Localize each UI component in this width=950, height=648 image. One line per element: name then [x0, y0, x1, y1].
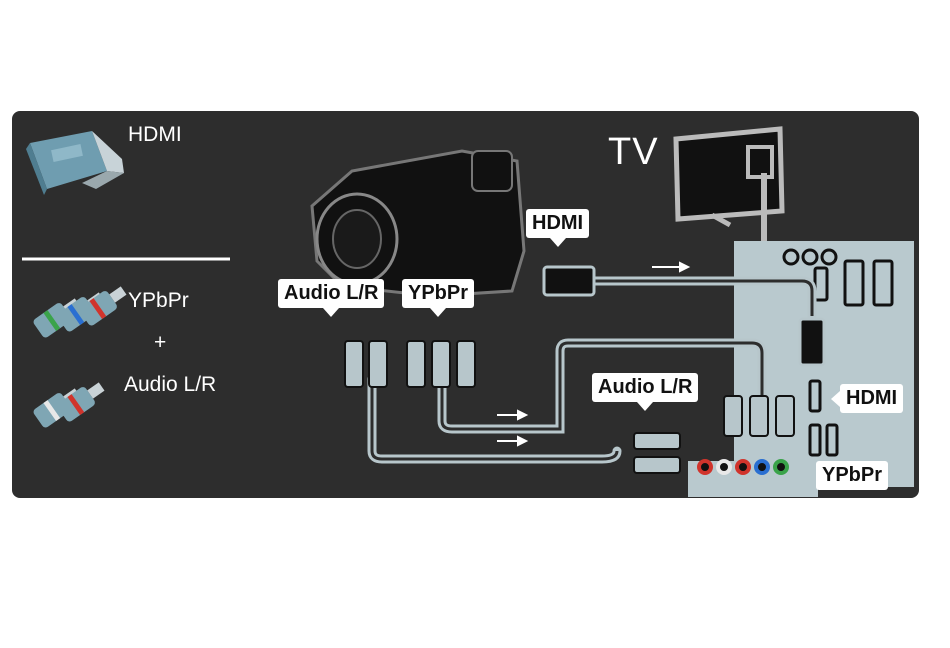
audio-camera-callout: Audio L/R [278, 279, 384, 308]
hdmi-connector-icon [26, 131, 124, 195]
hdmi-cable-callout: HDMI [526, 209, 589, 238]
camcorder-icon [312, 151, 524, 296]
ypbpr-camera-callout: YPbPr [402, 279, 474, 308]
connection-diagram-panel: HDMI YPbPr + Audio L/R TV HDMI Audio L/R… [12, 111, 919, 498]
audio-connector-icon [32, 377, 108, 429]
audio-tv-callout: Audio L/R [592, 373, 698, 402]
hdmi-tv-callout: HDMI [840, 384, 903, 413]
tv-icon [676, 129, 782, 241]
tv-label: TV [608, 131, 659, 174]
ypbpr-tv-callout: YPbPr [816, 461, 888, 490]
legend-plus-label: + [154, 331, 166, 355]
component-connector-icon [32, 281, 130, 339]
legend-hdmi-label: HDMI [128, 123, 182, 147]
legend-audio-label: Audio L/R [124, 373, 216, 397]
legend-ypbpr-label: YPbPr [128, 289, 189, 313]
